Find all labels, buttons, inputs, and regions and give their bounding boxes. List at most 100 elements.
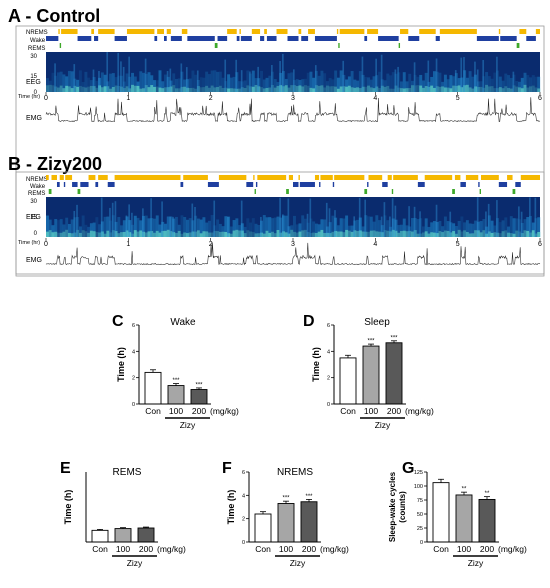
spectrogram-band-low	[155, 80, 159, 92]
spectrogram-burst	[142, 208, 144, 237]
spectrogram-band-low	[301, 215, 305, 237]
spectrogram-band-delta	[375, 86, 379, 92]
spectrogram-band-delta	[336, 88, 340, 92]
spectrogram-band-delta	[531, 85, 535, 92]
spectrogram-band-low	[303, 78, 307, 92]
spectrogram-band-low	[301, 79, 305, 92]
spectrogram-band-delta	[185, 87, 189, 92]
spectrogram-band-low	[67, 70, 71, 92]
y-tick-label: 2	[132, 376, 135, 382]
spectrogram-band-low	[454, 73, 458, 92]
spectrogram-band-low	[386, 220, 390, 237]
spectrogram-band-delta	[290, 229, 294, 237]
spectrogram-band-delta	[257, 233, 261, 237]
spectrogram-burst	[282, 53, 284, 92]
spectrogram-band-low	[493, 72, 497, 92]
spectrogram-band-low	[180, 71, 184, 92]
y-tick-label: 6	[132, 323, 135, 329]
spectrogram-band-delta	[361, 231, 365, 237]
spectrogram-band-delta	[100, 231, 104, 237]
spectrogram-band-delta	[331, 86, 335, 92]
spectrogram-band-low	[306, 72, 310, 92]
spectrogram-burst	[287, 198, 290, 237]
spectrogram-band-low	[218, 71, 222, 92]
hypnogram-epoch-nrems	[298, 175, 300, 180]
spectrogram-band-delta	[383, 86, 387, 92]
spectrogram-band-delta	[339, 231, 343, 237]
spectrogram-band-low	[391, 72, 395, 92]
spectrogram-burst	[111, 202, 114, 237]
dose-unit-label: (mg/kg)	[320, 544, 349, 554]
spectrogram-band-delta	[282, 86, 285, 92]
time-tick-label: 2	[209, 95, 213, 102]
y-tick-label: 0	[327, 402, 330, 408]
spectrogram-band-delta	[125, 230, 129, 237]
spectrogram-band-low	[257, 224, 261, 237]
spectrogram-burst	[474, 61, 476, 92]
spectrogram-band-delta	[389, 231, 392, 237]
spectrogram-band-low	[114, 77, 118, 92]
spectrogram-band-delta	[518, 231, 521, 237]
hypnogram-epoch-nrems	[46, 175, 49, 180]
hypnogram-epoch-nrems	[498, 29, 501, 34]
spectrogram-band-low	[254, 78, 258, 92]
hypnogram-epoch-rems	[391, 189, 394, 194]
spectrogram-band-delta	[328, 86, 332, 92]
spectrogram-burst	[257, 66, 259, 92]
spectrogram-band-delta	[117, 233, 121, 237]
spectrogram-band-low	[95, 80, 99, 92]
hypnogram-epoch-wake	[170, 36, 182, 41]
spectrogram-band-low	[369, 79, 373, 92]
panel-a-frame	[15, 25, 545, 275]
spectrogram-band-low	[487, 215, 491, 237]
spectrogram-band-delta	[435, 86, 439, 92]
dose-unit-label: (mg/kg)	[157, 544, 186, 554]
spectrogram-band-delta	[78, 85, 82, 92]
spectrogram-band-delta	[380, 232, 384, 237]
spectrogram-band-delta	[529, 86, 532, 92]
panel-b-rems-label: REMS	[28, 191, 45, 197]
panel-a: A - Control NREMS Wake REMS EEG 30 15 0 …	[8, 6, 545, 275]
spectrogram-band-delta	[136, 85, 140, 92]
spectrogram-band-low	[345, 79, 349, 92]
spectrogram-band-delta	[196, 86, 200, 92]
spectrogram-band-delta	[405, 231, 409, 237]
spectrogram-band-delta	[98, 232, 102, 237]
spectrogram-band-delta	[238, 230, 242, 237]
spectrogram-band-low	[122, 81, 126, 92]
spectrogram-band-delta	[537, 231, 541, 237]
spectrogram-band-delta	[287, 233, 291, 237]
spectrogram-band-delta	[496, 232, 500, 237]
spectrogram-burst	[128, 56, 130, 92]
spectrogram-band-low	[482, 76, 486, 92]
spectrogram-band-low	[328, 78, 332, 92]
spectrogram-band-low	[205, 222, 209, 237]
spectrogram-band-low	[54, 219, 58, 237]
spectrogram-band-delta	[240, 230, 244, 237]
spectrogram-band-delta	[474, 86, 478, 92]
spectrogram-band-delta	[298, 85, 302, 92]
spectrogram-burst	[389, 216, 391, 237]
spectrogram-band-delta	[465, 231, 469, 237]
spectrogram-band-low	[509, 216, 513, 237]
spectrogram-band-delta	[520, 233, 524, 237]
y-tick-label: 2	[242, 517, 245, 523]
spectrogram-band-delta	[76, 229, 80, 237]
chart-panel-letter: G	[402, 460, 414, 477]
spectrogram-burst	[117, 52, 120, 92]
spectrogram-band-low	[345, 215, 349, 237]
spectrogram-band-low	[76, 79, 80, 92]
spectrogram-band-delta	[496, 88, 500, 92]
spectrogram-band-delta	[144, 232, 148, 237]
spectrogram-band-delta	[227, 233, 231, 237]
spectrogram-band-delta	[325, 232, 329, 237]
spectrogram-band-delta	[185, 233, 189, 237]
spectrogram-band-delta	[282, 231, 285, 237]
spectrogram-band-low	[260, 70, 264, 92]
panel-b-emg-label: EMG	[26, 257, 42, 264]
spectrogram-band-delta	[46, 231, 49, 237]
hypnogram-epoch-wake	[240, 36, 252, 41]
spectrogram-band-low	[361, 74, 365, 92]
